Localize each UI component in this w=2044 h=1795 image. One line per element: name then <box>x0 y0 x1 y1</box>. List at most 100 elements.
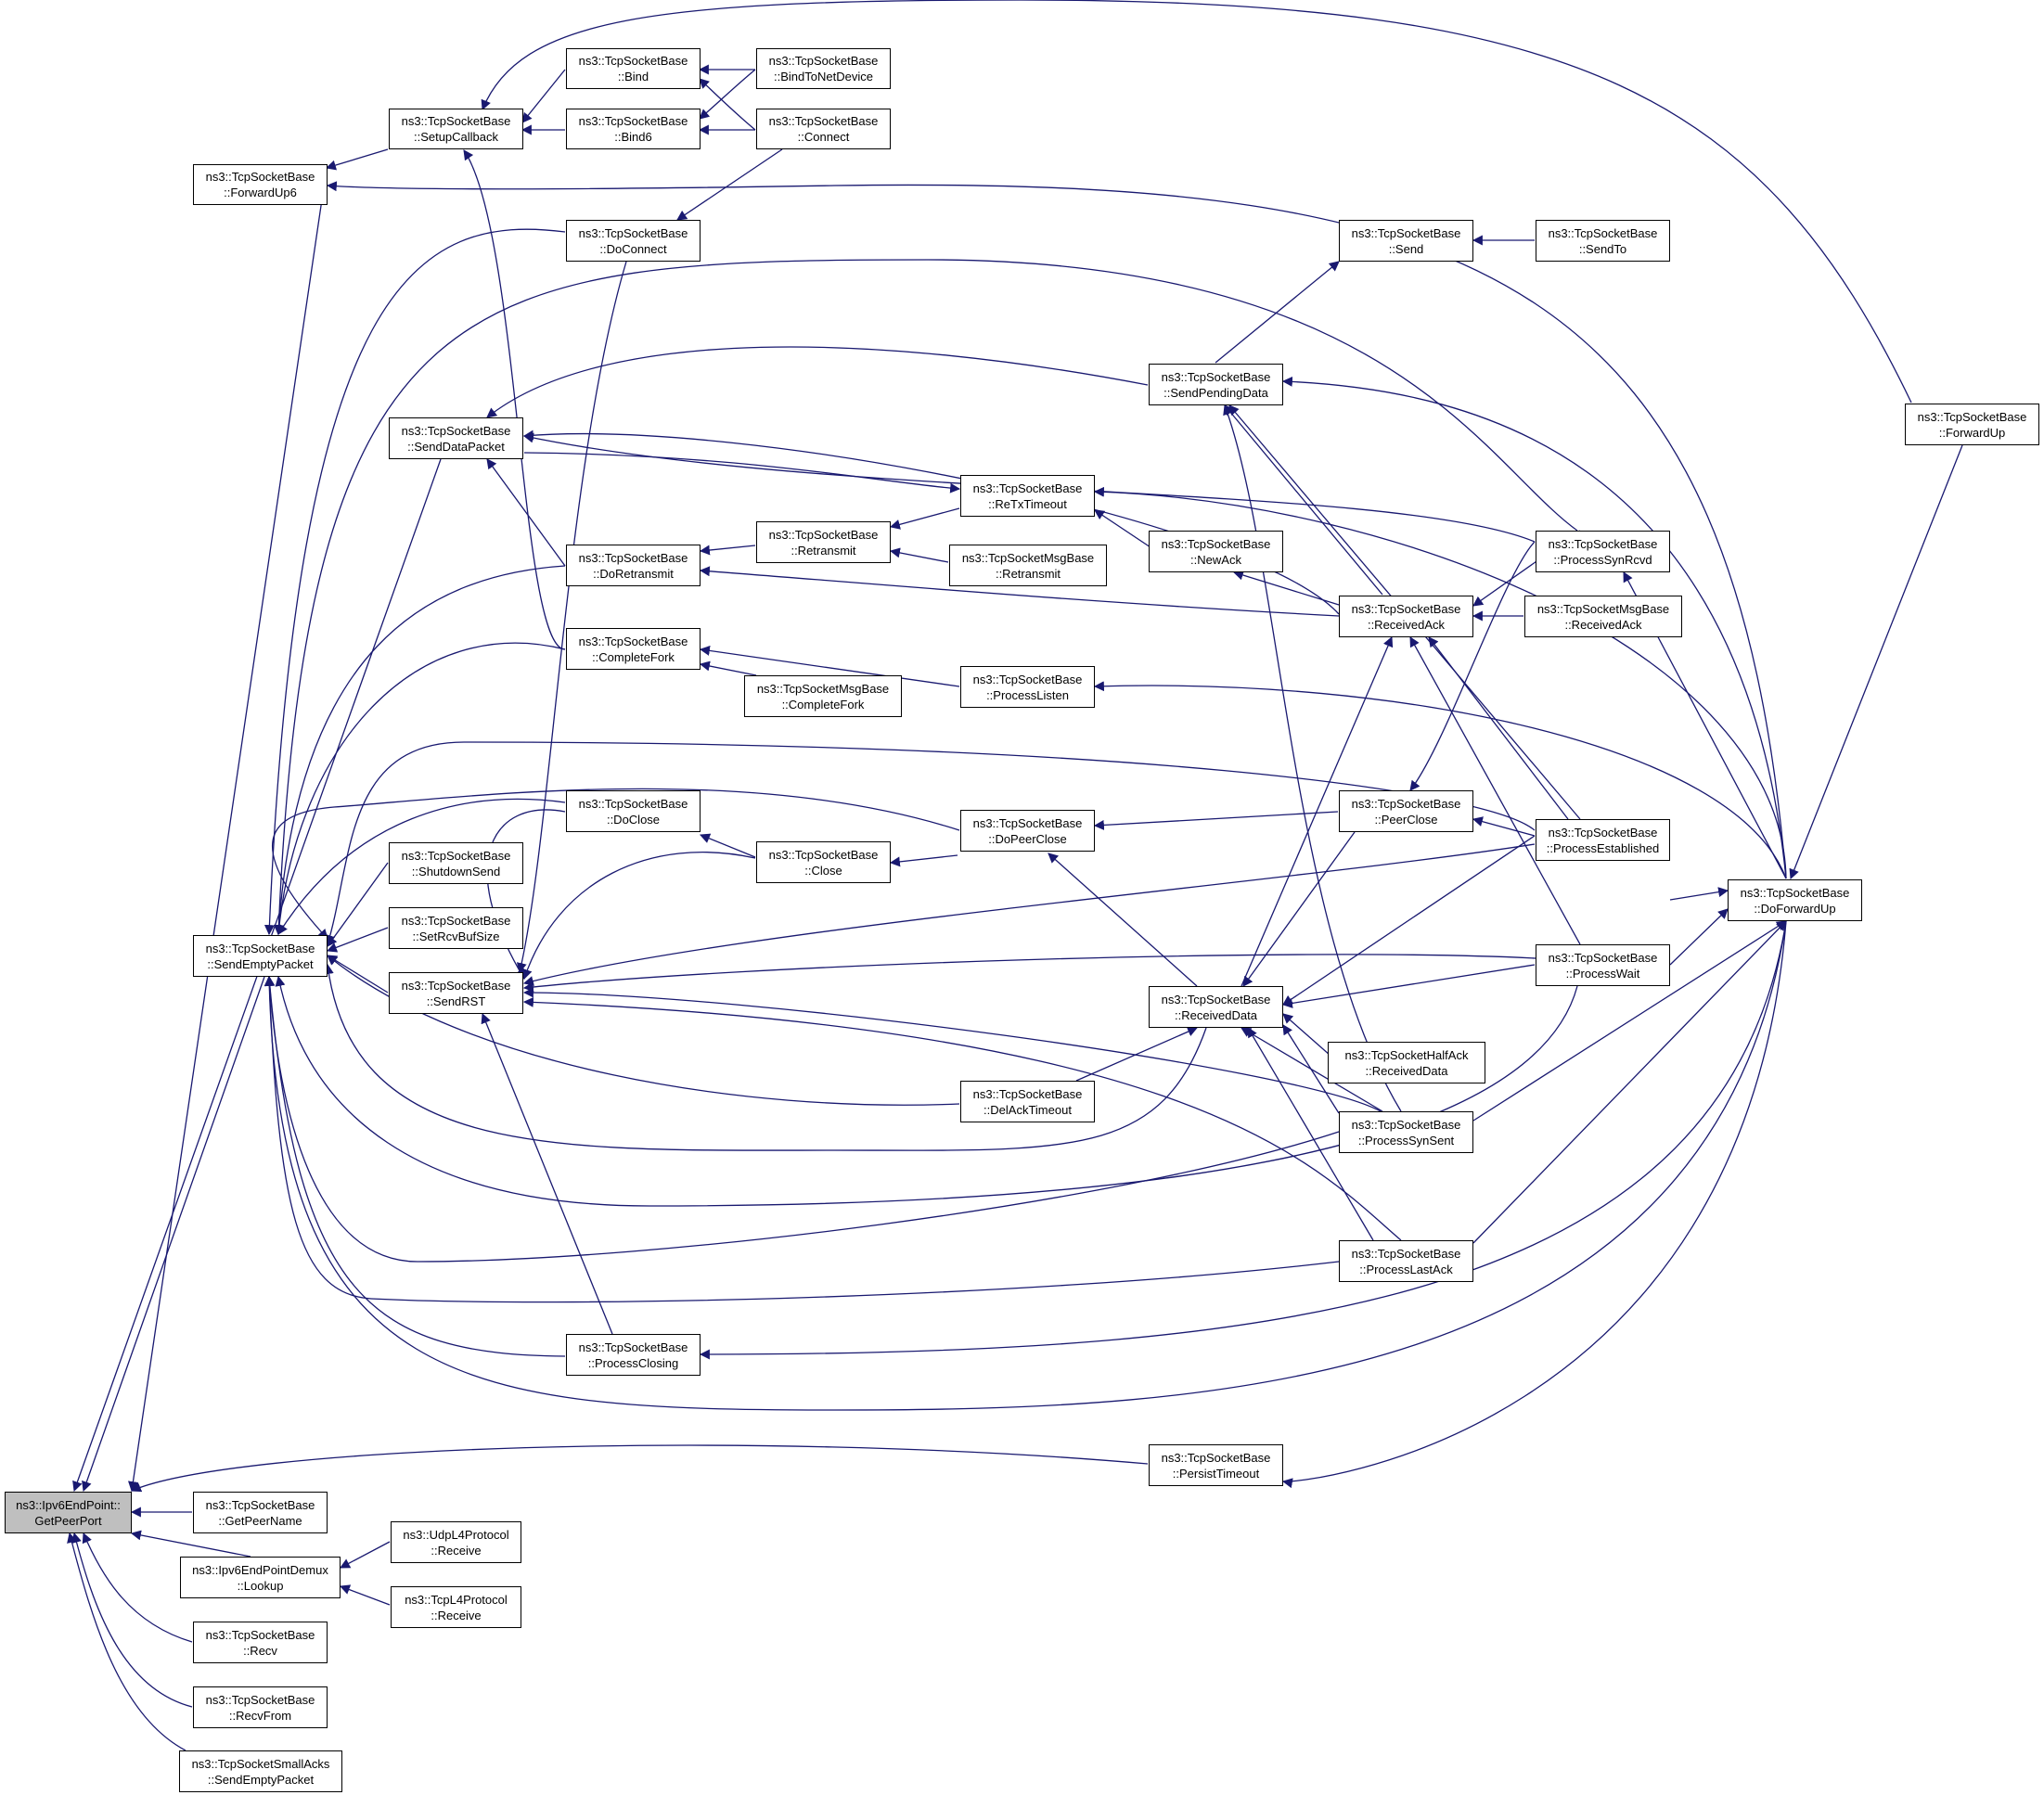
node-recv-l1: ns3::TcpSocketBase <box>205 1627 315 1642</box>
node-shutdownsend[interactable]: ns3::TcpSocketBase::ShutdownSend <box>389 842 523 884</box>
node-doconnect[interactable]: ns3::TcpSocketBase::DoConnect <box>566 220 701 262</box>
node-msgretransmit-l1: ns3::TcpSocketMsgBase <box>961 550 1095 565</box>
node-recvfrom-l1: ns3::TcpSocketBase <box>205 1692 315 1707</box>
node-bindtonetdevice-l1: ns3::TcpSocketBase <box>768 54 879 68</box>
node-retransmit-l1: ns3::TcpSocketBase <box>768 527 879 542</box>
node-halfackreceiveddata[interactable]: ns3::TcpSocketHalfAck::ReceivedData <box>1328 1042 1485 1083</box>
node-msgretransmit[interactable]: ns3::TcpSocketMsgBase::Retransmit <box>949 545 1107 586</box>
node-persisttimeout[interactable]: ns3::TcpSocketBase::PersistTimeout <box>1149 1444 1283 1486</box>
node-receivedack[interactable]: ns3::TcpSocketBase::ReceivedAck <box>1339 596 1473 637</box>
node-receiveddata[interactable]: ns3::TcpSocketBase::ReceivedData <box>1149 986 1283 1028</box>
call-edge-to-processlastack <box>1472 920 1787 1244</box>
node-udpreceive[interactable]: ns3::UdpL4Protocol::Receive <box>391 1521 521 1563</box>
node-peerclose-l2: ::PeerClose <box>1374 812 1438 827</box>
call-edge-to-receivedack <box>1428 636 1569 820</box>
node-senddatapacket[interactable]: ns3::TcpSocketBase::SendDataPacket <box>389 417 523 459</box>
node-processclosing[interactable]: ns3::TcpSocketBase::ProcessClosing <box>566 1334 701 1376</box>
call-edge-to-peerclose <box>1472 816 1536 837</box>
call-edge-to-bind6 <box>699 69 756 120</box>
node-setrcvbufsize[interactable]: ns3::TcpSocketBase::SetRcvBufSize <box>389 907 523 949</box>
node-forwardup6[interactable]: ns3::TcpSocketBase::ForwardUp6 <box>193 164 328 205</box>
node-dopeerclose[interactable]: ns3::TcpSocketBase::DoPeerClose <box>960 810 1095 852</box>
node-sendemptypacket[interactable]: ns3::TcpSocketBase::SendEmptyPacket <box>193 935 328 977</box>
call-edge-to-dopeerclose <box>1048 853 1198 987</box>
node-delacktimeout-l2: ::DelAckTimeout <box>983 1102 1072 1117</box>
node-peerclose[interactable]: ns3::TcpSocketBase::PeerClose <box>1339 790 1473 832</box>
node-tcpreceive[interactable]: ns3::TcpL4Protocol::Receive <box>391 1586 521 1628</box>
node-send-l1: ns3::TcpSocketBase <box>1351 225 1461 240</box>
node-bind-l1: ns3::TcpSocketBase <box>578 54 688 68</box>
node-msgreceivedack-l1: ns3::TcpSocketMsgBase <box>1536 601 1670 616</box>
call-edge-to-processsynsent <box>1472 920 1787 1122</box>
node-processestablished-l1: ns3::TcpSocketBase <box>1548 825 1658 840</box>
node-msgcompletefork[interactable]: ns3::TcpSocketMsgBase::CompleteFork <box>744 675 902 717</box>
node-sendto[interactable]: ns3::TcpSocketBase::SendTo <box>1536 220 1670 262</box>
node-doforwardup[interactable]: ns3::TcpSocketBase::DoForwardUp <box>1728 879 1862 921</box>
node-processsynrcvd-l2: ::ProcessSynRcvd <box>1553 552 1652 567</box>
call-edge-to-receivedack <box>1241 635 1394 987</box>
node-lookup[interactable]: ns3::Ipv6EndPointDemux::Lookup <box>180 1557 341 1598</box>
node-doforwardup-l1: ns3::TcpSocketBase <box>1740 885 1850 900</box>
node-processlisten[interactable]: ns3::TcpSocketBase::ProcessListen <box>960 666 1095 708</box>
node-retxtimeout-l2: ::ReTxTimeout <box>988 496 1067 511</box>
node-processwait[interactable]: ns3::TcpSocketBase::ProcessWait <box>1536 944 1670 986</box>
node-msgretransmit-l2: ::Retransmit <box>995 566 1061 581</box>
call-edge-to-getpeerport <box>82 976 265 1493</box>
node-sendrst-l1: ns3::TcpSocketBase <box>401 978 511 993</box>
node-send[interactable]: ns3::TcpSocketBase::Send <box>1339 220 1473 262</box>
node-recvfrom[interactable]: ns3::TcpSocketBase::RecvFrom <box>193 1686 328 1728</box>
node-doclose[interactable]: ns3::TcpSocketBase::DoClose <box>566 790 701 832</box>
node-processlastack[interactable]: ns3::TcpSocketBase::ProcessLastAck <box>1339 1240 1473 1282</box>
call-edge-to-sendrst <box>521 852 756 981</box>
node-connect[interactable]: ns3::TcpSocketBase::Connect <box>756 109 891 149</box>
call-edge-to-sendemptypacket <box>264 975 566 1357</box>
node-send-l2: ::Send <box>1388 241 1424 256</box>
node-getpeername[interactable]: ns3::TcpSocketBase::GetPeerName <box>193 1492 328 1533</box>
node-shutdownsend-l2: ::ShutdownSend <box>411 864 501 878</box>
node-processsynrcvd[interactable]: ns3::TcpSocketBase::ProcessSynRcvd <box>1536 531 1670 572</box>
node-doretransmit[interactable]: ns3::TcpSocketBase::DoRetransmit <box>566 545 701 586</box>
node-processestablished[interactable]: ns3::TcpSocketBase::ProcessEstablished <box>1536 819 1670 861</box>
node-close-l2: ::Close <box>804 863 842 878</box>
node-completefork[interactable]: ns3::TcpSocketBase::CompleteFork <box>566 628 701 670</box>
node-msgcompletefork-l2: ::CompleteFork <box>781 697 865 712</box>
node-retransmit[interactable]: ns3::TcpSocketBase::Retransmit <box>756 521 891 563</box>
node-sendrst[interactable]: ns3::TcpSocketBase::SendRST <box>389 972 523 1014</box>
call-edge-to-sendpendingdata <box>1223 404 1402 1112</box>
node-msgreceivedack[interactable]: ns3::TcpSocketMsgBase::ReceivedAck <box>1524 596 1682 637</box>
node-newack[interactable]: ns3::TcpSocketBase::NewAck <box>1149 531 1283 572</box>
node-sendpendingdata[interactable]: ns3::TcpSocketBase::SendPendingData <box>1149 364 1283 405</box>
node-close[interactable]: ns3::TcpSocketBase::Close <box>756 841 891 883</box>
node-forwardup6-l1: ns3::TcpSocketBase <box>205 170 315 184</box>
node-setupcallback[interactable]: ns3::TcpSocketBase::SetupCallback <box>389 109 523 149</box>
node-processsynsent[interactable]: ns3::TcpSocketBase::ProcessSynSent <box>1339 1111 1473 1153</box>
call-edge-to-senddatapacket <box>486 346 1149 418</box>
call-edge-to-receivedack <box>1409 636 1581 945</box>
node-setrcvbufsize-l1: ns3::TcpSocketBase <box>401 913 511 928</box>
node-forwardup[interactable]: ns3::TcpSocketBase::ForwardUp <box>1905 404 2039 445</box>
node-delacktimeout[interactable]: ns3::TcpSocketBase::DelAckTimeout <box>960 1081 1095 1122</box>
node-shutdownsend-l1: ns3::TcpSocketBase <box>401 848 511 863</box>
node-doclose-l2: ::DoClose <box>606 812 661 827</box>
node-bindtonetdevice[interactable]: ns3::TcpSocketBase::BindToNetDevice <box>756 48 891 89</box>
node-doclose-l1: ns3::TcpSocketBase <box>578 796 688 811</box>
node-retxtimeout[interactable]: ns3::TcpSocketBase::ReTxTimeout <box>960 475 1095 517</box>
node-getpeerport[interactable]: ns3::Ipv6EndPoint::GetPeerPort <box>5 1492 132 1533</box>
node-getpeerport-l1: ns3::Ipv6EndPoint:: <box>16 1497 121 1512</box>
call-edge-to-getpeerport <box>130 1530 251 1558</box>
node-bind6[interactable]: ns3::TcpSocketBase::Bind6 <box>566 109 701 149</box>
call-edge-to-processestablished <box>1669 887 1729 901</box>
node-connect-l1: ns3::TcpSocketBase <box>768 114 879 128</box>
node-setupcallback-l2: ::SetupCallback <box>413 130 499 144</box>
call-edges <box>67 0 1963 1751</box>
call-edge-to-completefork <box>699 660 757 676</box>
node-smallacks[interactable]: ns3::TcpSocketSmallAcks::SendEmptyPacket <box>179 1750 342 1792</box>
call-edge-to-connect <box>676 148 783 221</box>
node-doretransmit-l2: ::DoRetransmit <box>593 566 674 581</box>
node-recv[interactable]: ns3::TcpSocketBase::Recv <box>193 1622 328 1663</box>
node-setrcvbufsize-l2: ::SetRcvBufSize <box>412 929 500 943</box>
call-edge-to-sendemptypacket <box>275 975 1578 1207</box>
node-bind[interactable]: ns3::TcpSocketBase::Bind <box>566 48 701 89</box>
call-edge-to-sendrst <box>522 843 1536 986</box>
